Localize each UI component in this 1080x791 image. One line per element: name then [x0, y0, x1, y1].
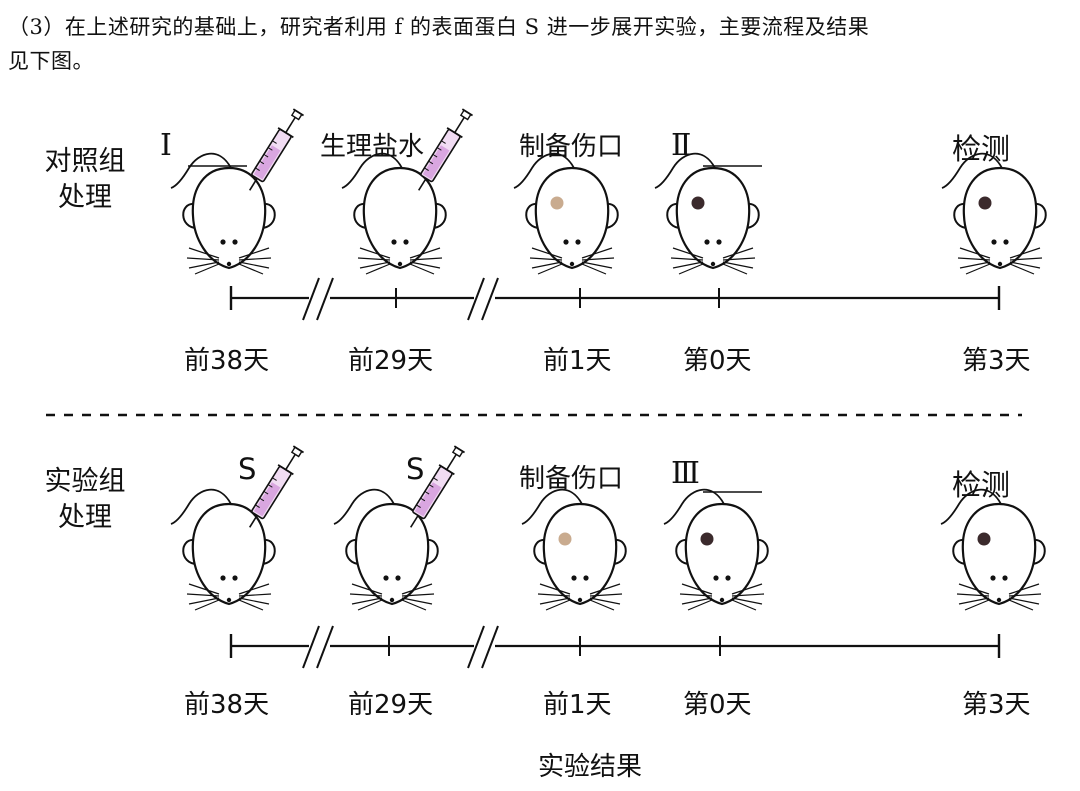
day-label-38: 前38天	[184, 346, 270, 376]
mouse-icon	[939, 488, 1046, 612]
make-wound-label: 制备伤口	[519, 464, 624, 494]
experiment-group-label: 实验组 处理	[44, 466, 126, 533]
blank-label-iii: Ⅲ	[671, 456, 700, 491]
blank-label-i: Ⅰ	[160, 128, 172, 163]
blank-label-ii: Ⅱ	[671, 128, 692, 163]
day-label-3: 第3天	[962, 690, 1031, 720]
saline-label: 生理盐水	[320, 132, 425, 162]
result-caption: 实验结果	[538, 752, 643, 782]
mouse-icon	[653, 152, 760, 276]
experiment-timeline	[229, 625, 1001, 669]
detect-label: 检测	[952, 132, 1011, 166]
healing-wound-mark	[977, 532, 991, 546]
question-text: （3）在上述研究的基础上，研究者利用 f 的表面蛋白 S 进一步展开实验，主要流…	[8, 10, 1074, 78]
fresh-wound-mark	[550, 196, 564, 210]
mouse-icon	[520, 488, 627, 612]
day-label-0: 第0天	[683, 690, 752, 720]
question-line-2: 见下图。	[8, 49, 94, 73]
experiment-mice	[169, 443, 1046, 612]
healing-wound-mark	[691, 196, 705, 210]
detect-label: 检测	[952, 468, 1011, 502]
fresh-wound-mark	[558, 532, 572, 546]
healing-wound-mark	[978, 196, 992, 210]
mouse-icon	[512, 152, 619, 276]
day-label-38: 前38天	[184, 690, 270, 720]
day-label-29: 前29天	[348, 346, 434, 376]
make-wound-label: 制备伤口	[519, 132, 624, 162]
protein-s-label: S	[406, 452, 425, 486]
day-label-0: 第0天	[683, 346, 752, 376]
control-group-label: 对照组 处理	[44, 146, 126, 213]
mouse-icon	[662, 488, 769, 612]
healing-wound-mark	[700, 532, 714, 546]
mouse-icon	[940, 152, 1047, 276]
control-timeline	[229, 277, 1001, 321]
question-line-1: （3）在上述研究的基础上，研究者利用 f 的表面蛋白 S 进一步展开实验，主要流…	[8, 15, 870, 39]
day-label-3: 第3天	[962, 346, 1031, 376]
day-label-1: 前1天	[543, 346, 612, 376]
control-mice	[169, 106, 1047, 276]
day-label-1: 前1天	[543, 690, 612, 720]
protein-s-label: S	[238, 452, 257, 486]
day-label-29: 前29天	[348, 690, 434, 720]
